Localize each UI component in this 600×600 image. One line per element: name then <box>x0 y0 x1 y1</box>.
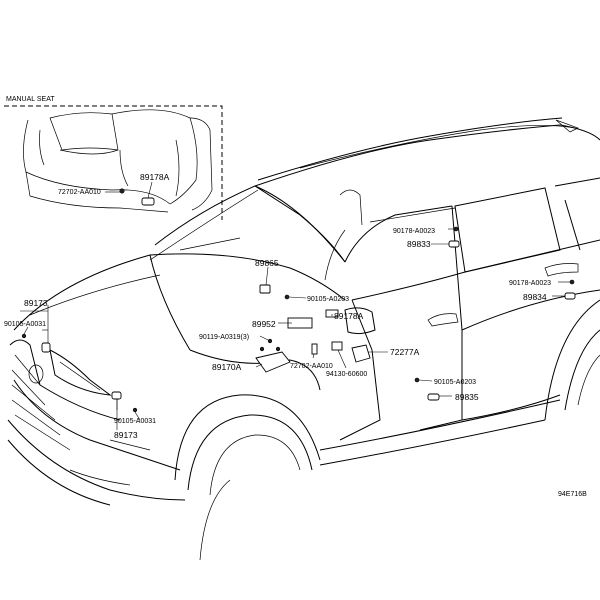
bolt-90105-A0203-low <box>414 377 420 383</box>
inset-frame <box>4 105 223 220</box>
label-89178A-main: 89178A <box>334 311 364 321</box>
bolt-90119-1 <box>267 338 273 344</box>
bolt-90105-A0031-bot <box>132 407 138 413</box>
label-72702-inset: 72702-AA010 <box>58 189 101 196</box>
part-72277A <box>351 344 371 363</box>
inset-bolt <box>119 188 125 194</box>
label-90119: 90119-A0319(3) <box>199 334 249 341</box>
figure-code: 94E716B <box>558 491 587 498</box>
label-89833: 89833 <box>407 239 431 249</box>
label-89173-bottom: 89173 <box>114 430 138 440</box>
part-89833 <box>448 240 460 248</box>
leader-inset-89178A <box>147 181 153 199</box>
bolt-90119-2 <box>275 346 281 352</box>
label-90178-upper: 90178-A0023 <box>393 228 435 235</box>
label-90105-A0203-low: 90105-A0203 <box>434 379 476 386</box>
part-89865 <box>259 284 271 294</box>
part-labels: 89865 90105-A0203 89952 89178A 90119-A03… <box>4 228 587 498</box>
label-72277A: 72277A <box>390 347 420 357</box>
label-90105-A0031-bot: 90105-A0031 <box>114 418 156 425</box>
parts <box>21 226 576 413</box>
bolt-90178-right <box>569 279 575 285</box>
part-89834 <box>564 292 576 300</box>
manual-seat-inset: MANUAL SEAT 89178A 72702-AA010 <box>4 96 223 220</box>
label-89178A-inset: 89178A <box>140 172 170 182</box>
part-94130 <box>331 341 343 351</box>
label-90178-right: 90178-A0023 <box>509 280 551 287</box>
bolt-90119-3 <box>259 346 265 352</box>
label-89952: 89952 <box>252 319 276 329</box>
label-94130: 94130-60600 <box>326 371 367 378</box>
label-89835: 89835 <box>455 392 479 402</box>
label-89173-top: 89173 <box>24 298 48 308</box>
label-89834: 89834 <box>523 292 547 302</box>
part-89173-top <box>41 342 51 353</box>
bolt-90105-A0203-top <box>284 294 290 300</box>
label-90105-A0031-top: 90105-A0031 <box>4 321 46 328</box>
label-89170A: 89170A <box>212 362 242 372</box>
seat-drawing <box>23 109 213 213</box>
label-89865: 89865 <box>255 258 279 268</box>
part-72702-main <box>311 343 318 355</box>
part-89170A <box>255 351 291 373</box>
seat-position-sensor-part <box>141 197 155 206</box>
label-90105-A0203-top: 90105-A0203 <box>307 296 349 303</box>
part-89173-bottom <box>111 391 122 400</box>
leader-lines <box>20 228 570 430</box>
label-72702-main: 72702-AA010 <box>290 363 333 370</box>
bolt-90105-A0031-top <box>21 333 27 339</box>
inset-title: MANUAL SEAT <box>6 96 55 103</box>
part-89178A-main <box>325 309 339 318</box>
vehicle-body <box>7 117 600 561</box>
part-89835 <box>427 393 440 401</box>
